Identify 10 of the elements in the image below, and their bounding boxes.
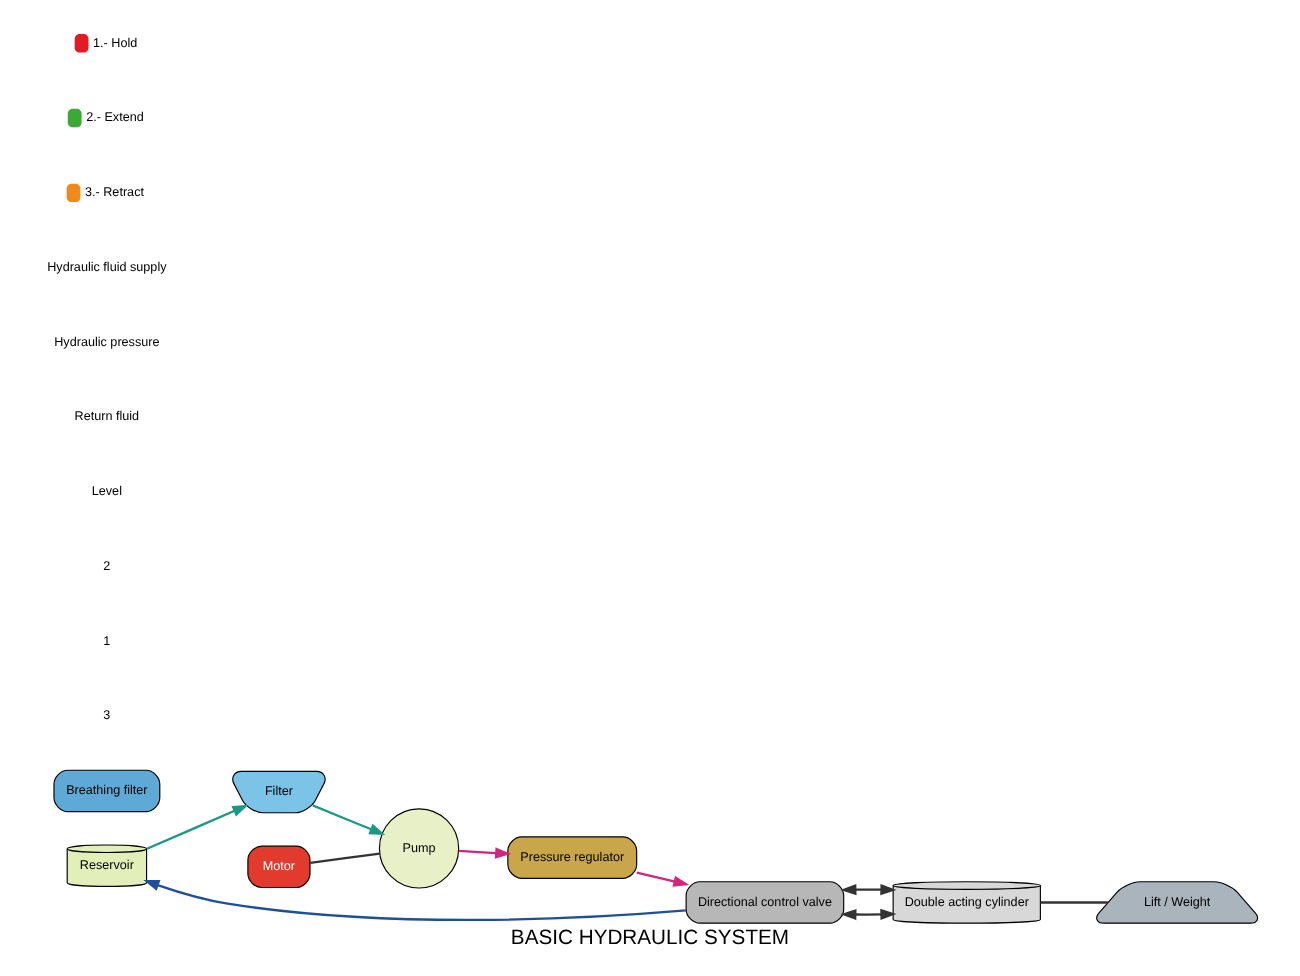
arrow — [840, 882, 897, 895]
arrow — [143, 879, 687, 921]
arrow — [312, 803, 386, 835]
arrow — [458, 846, 512, 858]
connector — [310, 851, 380, 863]
arrow — [146, 803, 249, 849]
diagram-title: BASIC HYDRAULIC SYSTEM — [510, 927, 790, 950]
arrow — [840, 907, 897, 920]
arrow — [636, 870, 690, 886]
connector — [1040, 900, 1108, 903]
